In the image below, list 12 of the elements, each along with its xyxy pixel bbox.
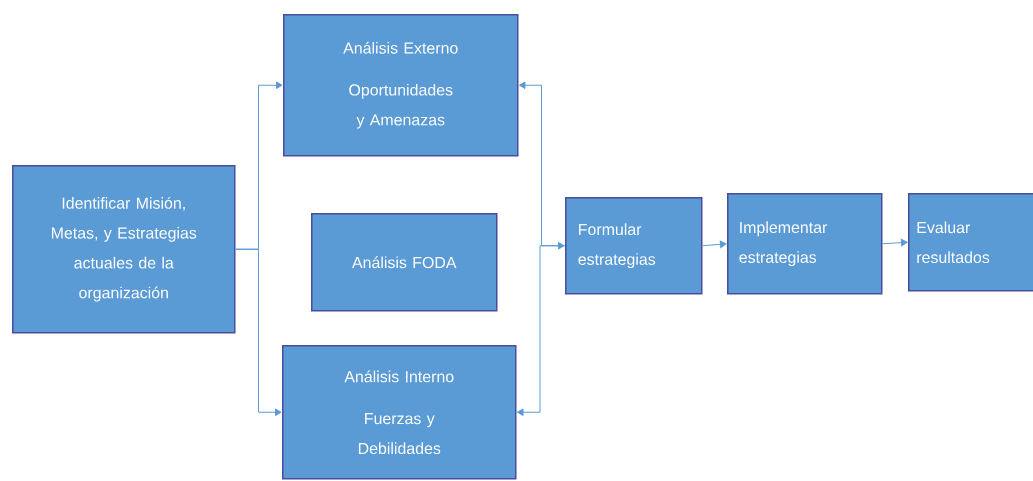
process-box: Identificar Misión, Metas, y Estrategias actuales de la organización bbox=[12, 165, 236, 334]
arrow bbox=[519, 81, 565, 250]
process-box: Análisis FODA bbox=[311, 213, 498, 312]
arrow bbox=[517, 245, 566, 416]
arrow bbox=[702, 240, 727, 248]
process-box: Análisis Externo Oportunidades y Amenazas bbox=[283, 14, 519, 157]
process-box: Formular estrategias bbox=[565, 197, 703, 295]
arrow bbox=[235, 248, 282, 416]
process-box: Análisis Interno Fuerzas y Debilidades bbox=[282, 345, 517, 480]
process-box: Evaluar resultados bbox=[908, 193, 1033, 292]
arrow bbox=[882, 238, 908, 247]
process-box: Implementar estrategias bbox=[727, 193, 883, 295]
